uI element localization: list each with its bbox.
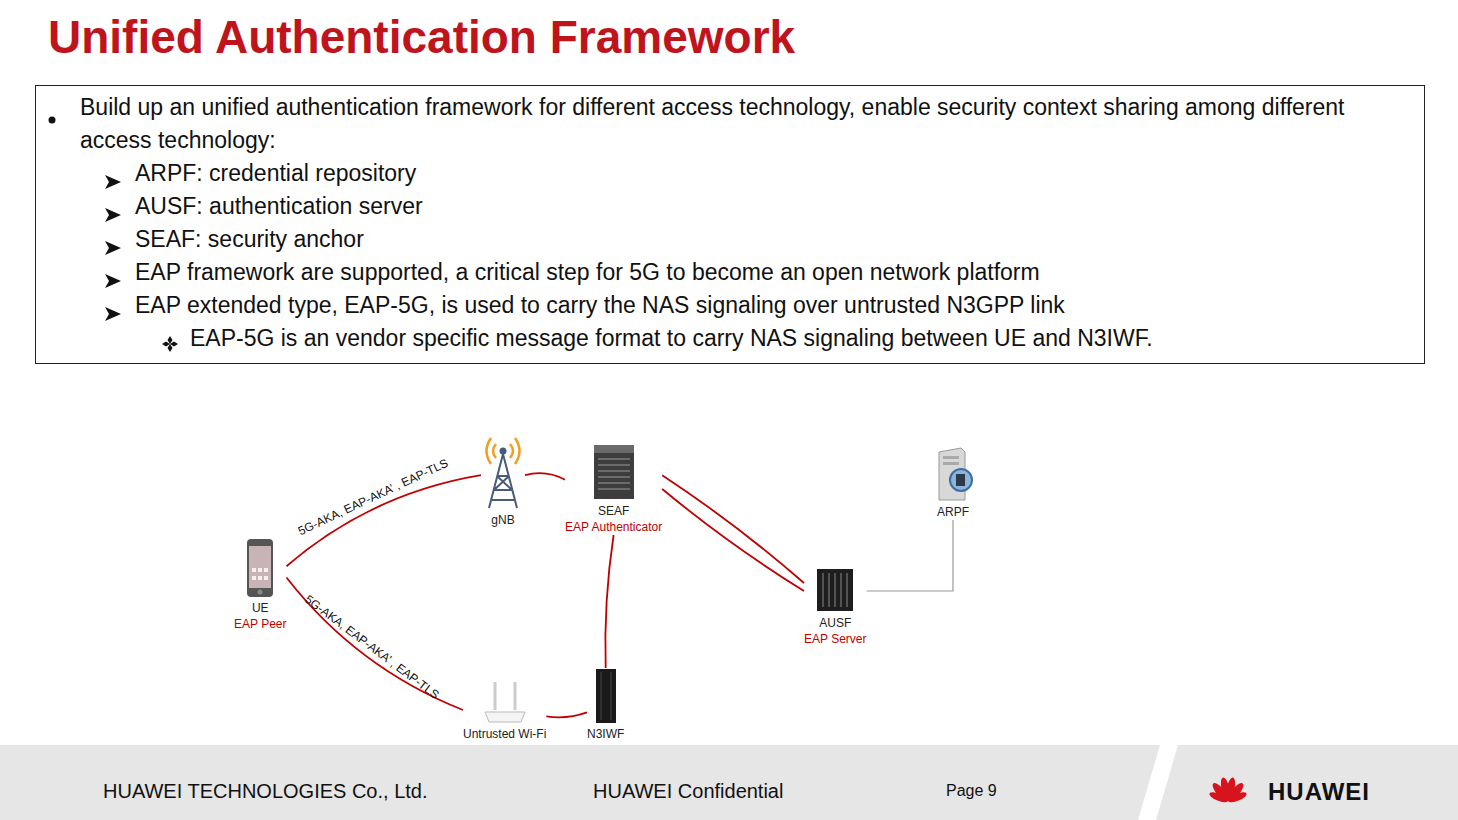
device-icon bbox=[595, 668, 617, 724]
bullet-text: ARPF: credential repository bbox=[135, 160, 416, 186]
bullet-line: Build up an unified authentication frame… bbox=[36, 91, 1394, 157]
bullet-text: SEAF: security anchor bbox=[135, 226, 364, 252]
bullet-text: AUSF: authentication server bbox=[135, 193, 423, 219]
node-name: N3IWF bbox=[587, 726, 624, 742]
auth-path bbox=[546, 712, 587, 717]
brand-logo-text: HUAWEI bbox=[1268, 778, 1370, 806]
network-element: ARPF bbox=[931, 446, 975, 520]
device-icon bbox=[246, 538, 274, 598]
node-role: EAP Server bbox=[804, 631, 866, 647]
bullet-line: ARPF: credential repository bbox=[36, 157, 1394, 190]
bullet-mark bbox=[47, 100, 57, 133]
bullet-mark bbox=[161, 329, 179, 362]
network-element: gNB bbox=[481, 432, 525, 528]
network-element: UEEAP Peer bbox=[234, 538, 286, 632]
network-element: SEAFEAP Authenticator bbox=[565, 443, 662, 535]
bullet-line: EAP extended type, EAP-5G, is used to ca… bbox=[36, 289, 1394, 322]
bullet-line: AUSF: authentication server bbox=[36, 190, 1394, 223]
device-icon bbox=[481, 432, 525, 510]
auth-path bbox=[605, 535, 613, 668]
node-role: EAP Peer bbox=[234, 616, 286, 632]
edge-label: 5G-AKA, EAP-AKA’ , EAP-TLS bbox=[301, 591, 444, 703]
bullet-mark bbox=[104, 199, 122, 232]
auth-path bbox=[525, 473, 565, 480]
bullet-mark bbox=[104, 232, 122, 265]
bullet-mark bbox=[104, 298, 122, 331]
edge-label: 5G-AKA, EAP-AKA’ , EAP-TLS bbox=[294, 455, 452, 539]
bullet-mark bbox=[104, 265, 122, 298]
bullet-line: EAP framework are supported, a critical … bbox=[36, 256, 1394, 289]
auth-path bbox=[662, 489, 804, 591]
bullet-line: EAP-5G is an vendor specific message for… bbox=[36, 322, 1394, 355]
node-name: SEAF bbox=[598, 503, 629, 519]
node-name: AUSF bbox=[819, 615, 851, 631]
auth-path bbox=[286, 577, 463, 710]
text-panel: Build up an unified authentication frame… bbox=[35, 85, 1425, 364]
node-name: UE bbox=[252, 600, 269, 616]
bullet-text: Build up an unified authentication frame… bbox=[80, 94, 1344, 153]
network-element: N3IWF bbox=[587, 668, 624, 742]
node-role: EAP Authenticator bbox=[565, 519, 662, 535]
footer-text: HUAWEI TECHNOLOGIES Co., Ltd. bbox=[103, 780, 428, 803]
device-icon bbox=[815, 567, 855, 613]
footer-text: Page 9 bbox=[946, 782, 997, 800]
node-name: Untrusted Wi-Fi bbox=[463, 726, 546, 742]
node-name: ARPF bbox=[937, 504, 969, 520]
network-element: Untrusted Wi-Fi bbox=[463, 678, 546, 742]
bullet-mark bbox=[104, 166, 122, 199]
node-name: gNB bbox=[491, 512, 514, 528]
device-icon bbox=[483, 678, 527, 724]
bullet-text: EAP framework are supported, a critical … bbox=[135, 259, 1040, 285]
device-icon bbox=[592, 443, 636, 501]
bullet-line: SEAF: security anchor bbox=[36, 223, 1394, 256]
footer-text: HUAWEI Confidential bbox=[593, 780, 783, 803]
slide-title: Unified Authentication Framework bbox=[48, 10, 795, 64]
link-line bbox=[866, 520, 953, 591]
auth-path bbox=[662, 475, 804, 583]
bullet-text: EAP extended type, EAP-5G, is used to ca… bbox=[135, 292, 1065, 318]
bullet-text: EAP-5G is an vendor specific message for… bbox=[190, 325, 1153, 351]
device-icon bbox=[931, 446, 975, 502]
network-element: AUSFEAP Server bbox=[804, 567, 866, 647]
